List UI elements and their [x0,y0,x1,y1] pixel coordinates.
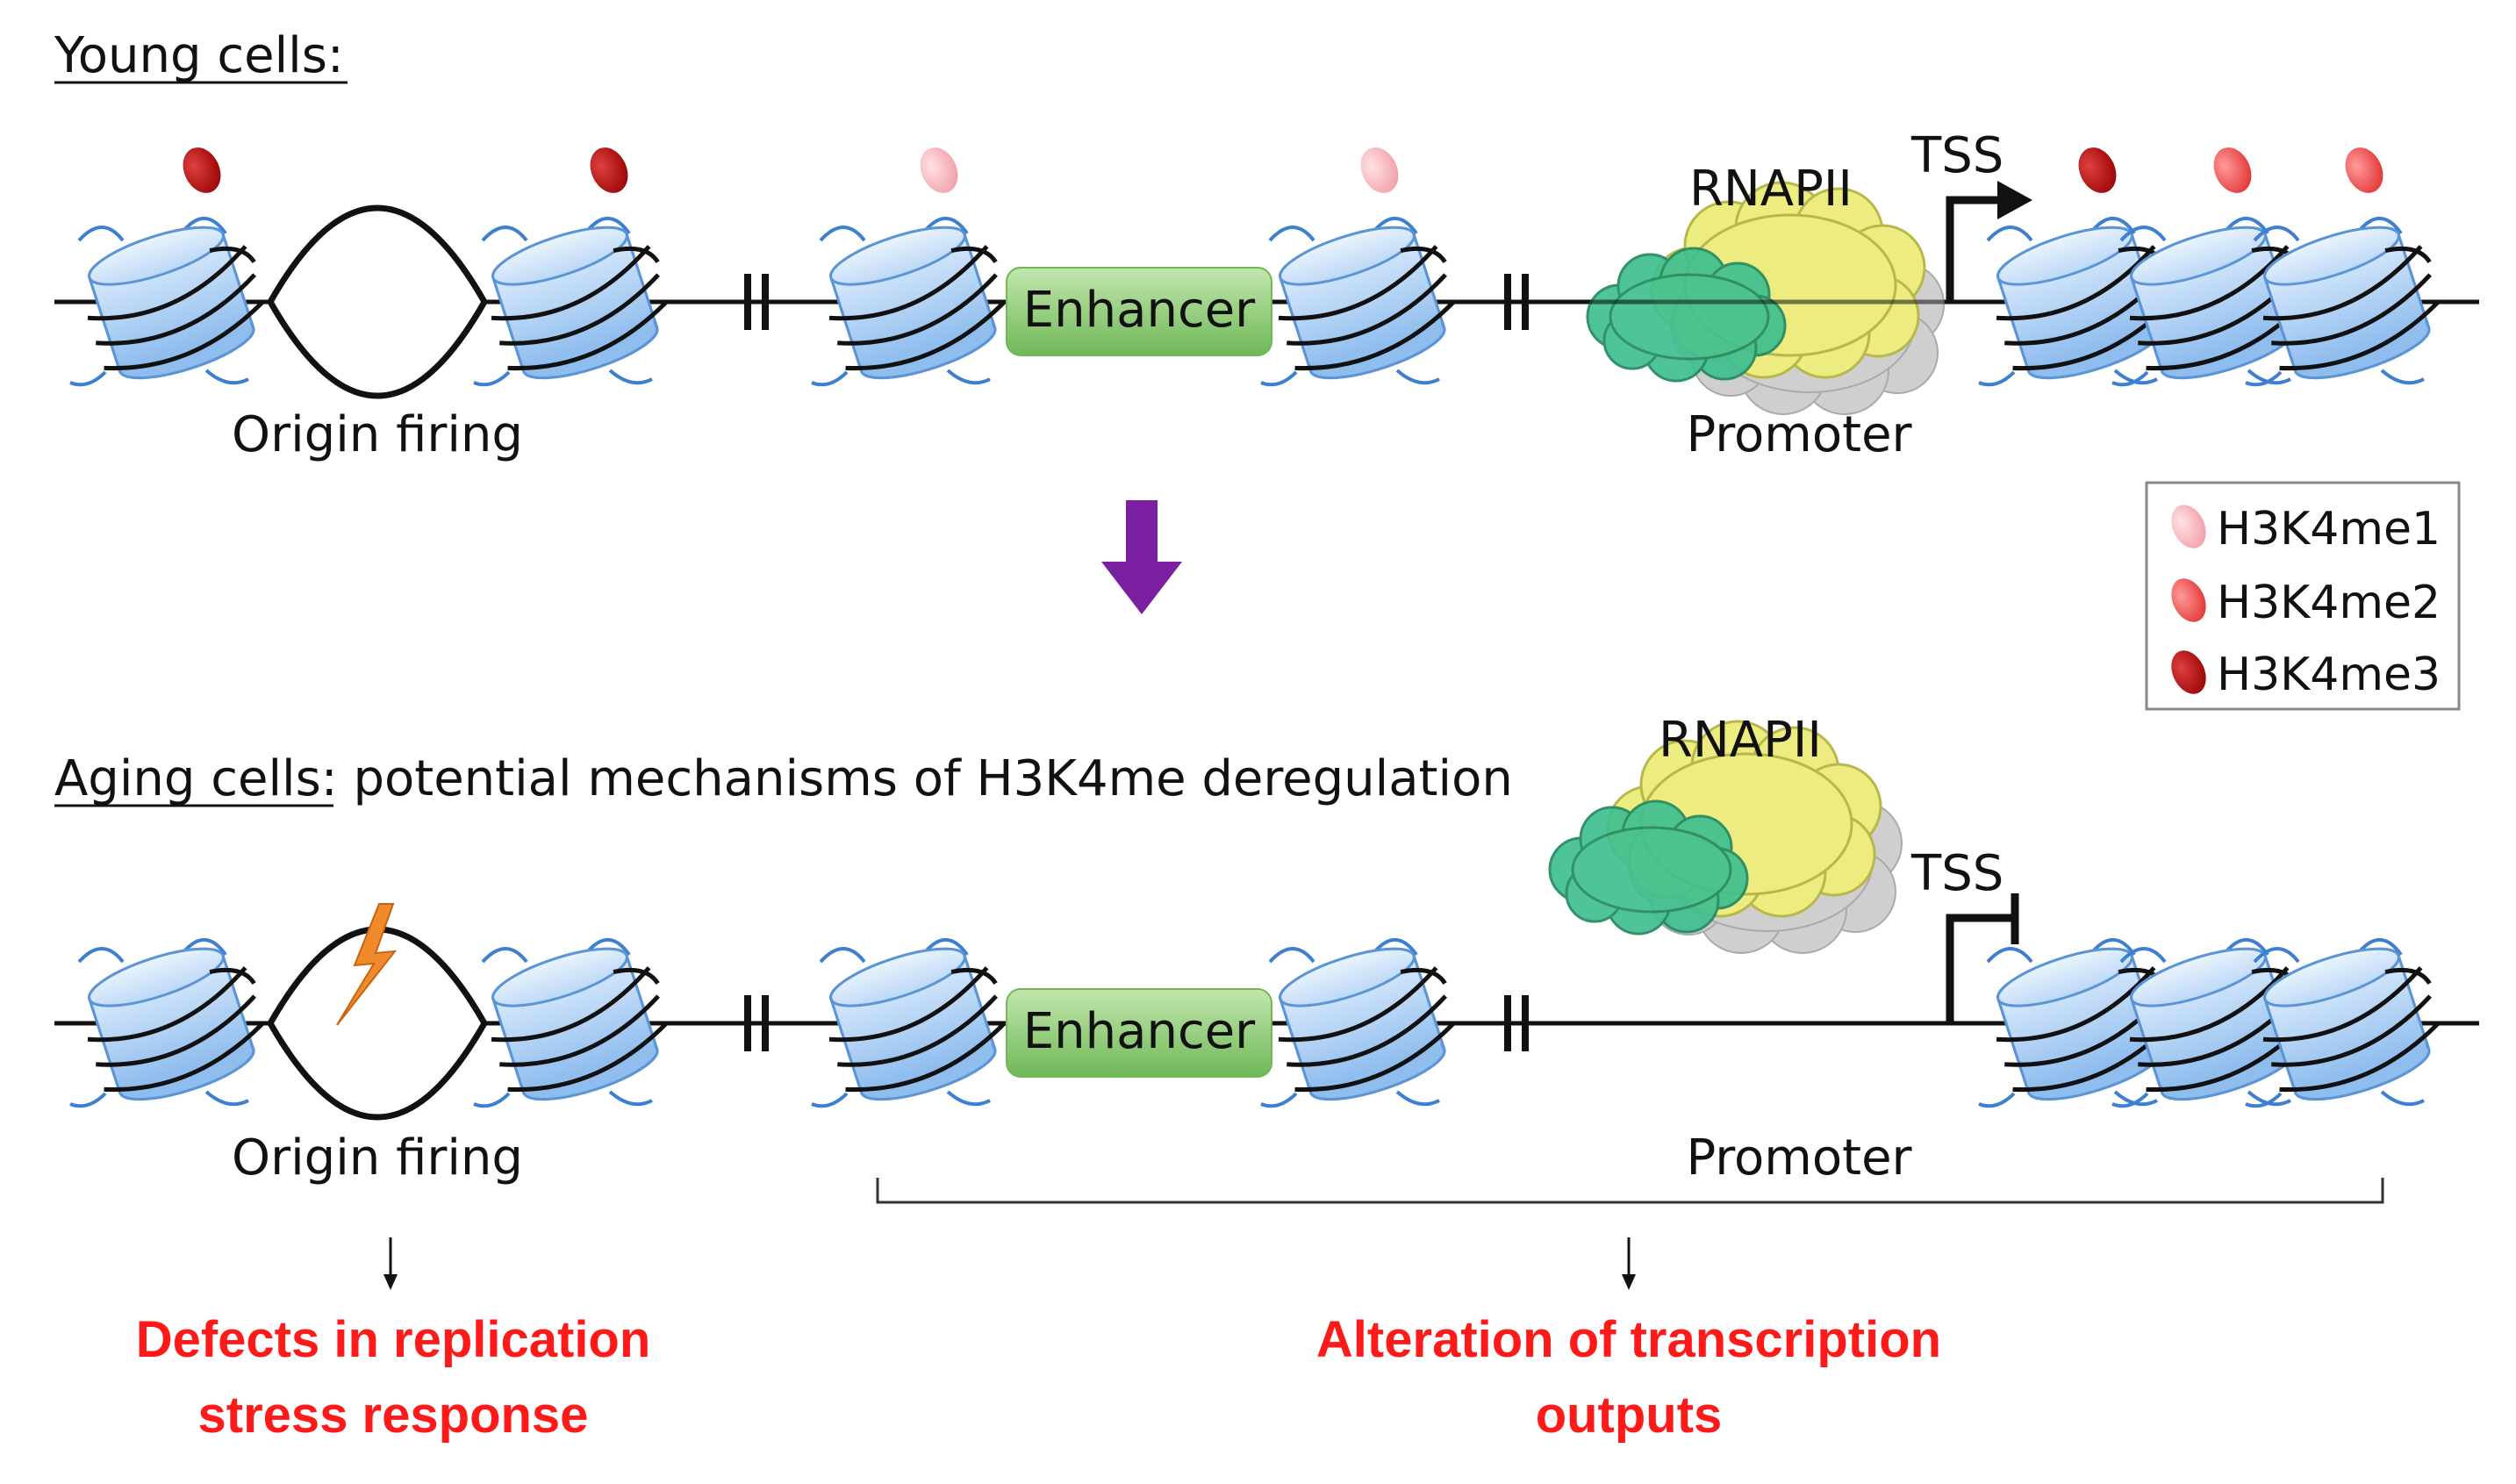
left-outcome-arrow [383,1237,398,1290]
young-cells-heading: Young cells: [54,27,344,84]
young-rnapii-label: RNAPII [1689,161,1853,218]
legend-h3k4me2-label: H3K4me2 [2217,577,2441,629]
aging-rnapii-label: RNAPII [1659,712,1822,769]
legend-h3k4me3-swatch [2171,650,2206,694]
young-h3k4me1-mark-2 [1360,147,1399,193]
young-h3k4me3-mark-1 [183,147,221,193]
aging-cells-heading: Aging cells: potential mechanisms of H3K… [54,750,1513,807]
aging-tss-blocked [1946,893,2019,1023]
young-cells-section: Young cells: Enhancer RNAPII TSS [54,27,2479,463]
outcome-transcription-line2: outputs [1536,1387,1723,1444]
young-tss-label: TSS [1910,127,2003,184]
aging-enhancer-label: Enhancer [1023,1003,1256,1060]
legend-item-h3k4me3: H3K4me3 [2171,649,2441,701]
legend-h3k4me1-swatch [2171,505,2206,548]
young-h3k4me2-mark-2 [2345,147,2383,193]
young-origin-bubble [266,204,489,399]
transition-arrow [1101,500,1182,614]
legend-h3k4me2-swatch [2171,578,2206,622]
aging-cells-section: Aging cells: potential mechanisms of H3K… [54,712,2479,1444]
right-outcome-arrow [1622,1237,1636,1290]
aging-promoter-label: Promoter [1686,1129,1912,1186]
lightning-icon [336,903,398,1026]
legend-h3k4me3-label: H3K4me3 [2217,649,2441,701]
outcome-transcription-line1: Alteration of transcription [1316,1311,1941,1368]
legend-h3k4me1-label: H3K4me1 [2217,503,2441,556]
aging-origin-label: Origin firing [232,1129,523,1186]
young-h3k4me2-mark-1 [2213,147,2252,193]
aging-tss-label: TSS [1910,845,2003,902]
aging-heading-underlined: Aging cells: [54,750,338,807]
young-origin-label: Origin firing [232,406,523,463]
outcome-replication-line2: stress response [198,1387,589,1444]
legend: H3K4me1 H3K4me2 H3K4me3 [2145,481,2461,711]
legend-item-h3k4me1: H3K4me1 [2171,503,2441,556]
young-tss-arrow [1946,181,2032,302]
aging-origin-bubble [266,926,489,1121]
young-h3k4me1-mark-1 [920,147,958,193]
young-enhancer-box [1006,267,1272,356]
outcome-replication-line1: Defects in replication [136,1311,651,1368]
aging-region-bracket [876,1178,2384,1204]
legend-item-h3k4me2: H3K4me2 [2171,577,2441,629]
young-h3k4me3-mark-3 [2078,147,2117,193]
aging-heading-rest: potential mechanisms of H3K4me deregulat… [338,750,1513,807]
young-promoter-label: Promoter [1686,406,1912,463]
young-h3k4me3-mark-2 [590,147,628,193]
young-enhancer-label: Enhancer [1023,282,1256,339]
aging-enhancer-box [1006,988,1272,1078]
